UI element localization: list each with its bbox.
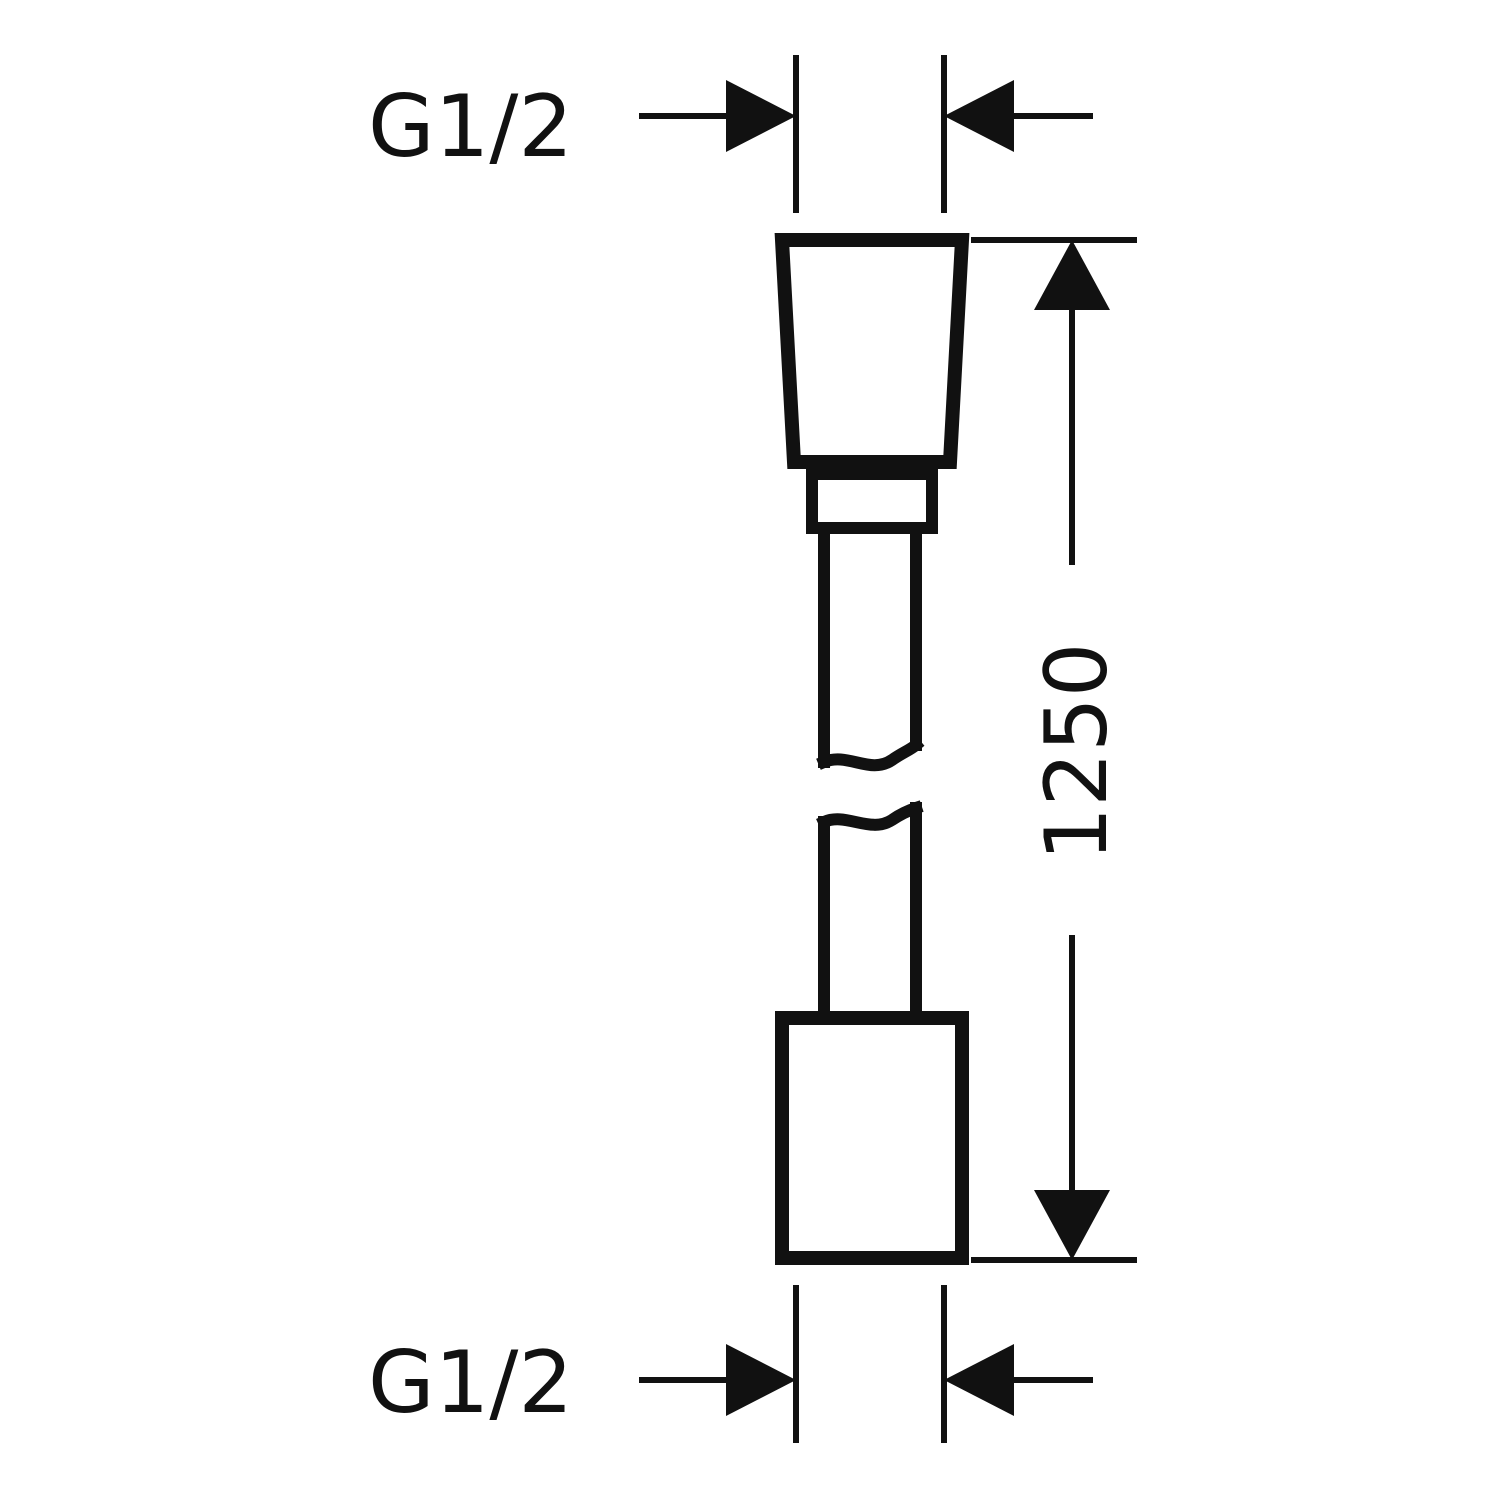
length-label: 1250 (1027, 643, 1127, 862)
arrowhead-right (726, 1344, 796, 1416)
arrowhead-up (1034, 240, 1110, 310)
arrowhead-right (726, 80, 796, 152)
length-dimension: 1250 (971, 237, 1137, 1263)
arrowhead-left (944, 80, 1014, 152)
hose-body (774, 233, 970, 1265)
top-thread-dimension: G1/2 (368, 55, 1093, 213)
hose-lower-segment (816, 800, 924, 1014)
arrowhead-down (1034, 1190, 1110, 1260)
top-collar (806, 468, 938, 534)
bottom-connector-nut (775, 1011, 969, 1265)
arrowhead-left (944, 1344, 1014, 1416)
hose-upper-segment (816, 534, 925, 772)
bottom-thread-label: G1/2 (368, 1333, 573, 1433)
bottom-thread-dimension: G1/2 (368, 1285, 1093, 1443)
top-connector-nut (774, 233, 970, 469)
top-thread-label: G1/2 (368, 77, 573, 177)
